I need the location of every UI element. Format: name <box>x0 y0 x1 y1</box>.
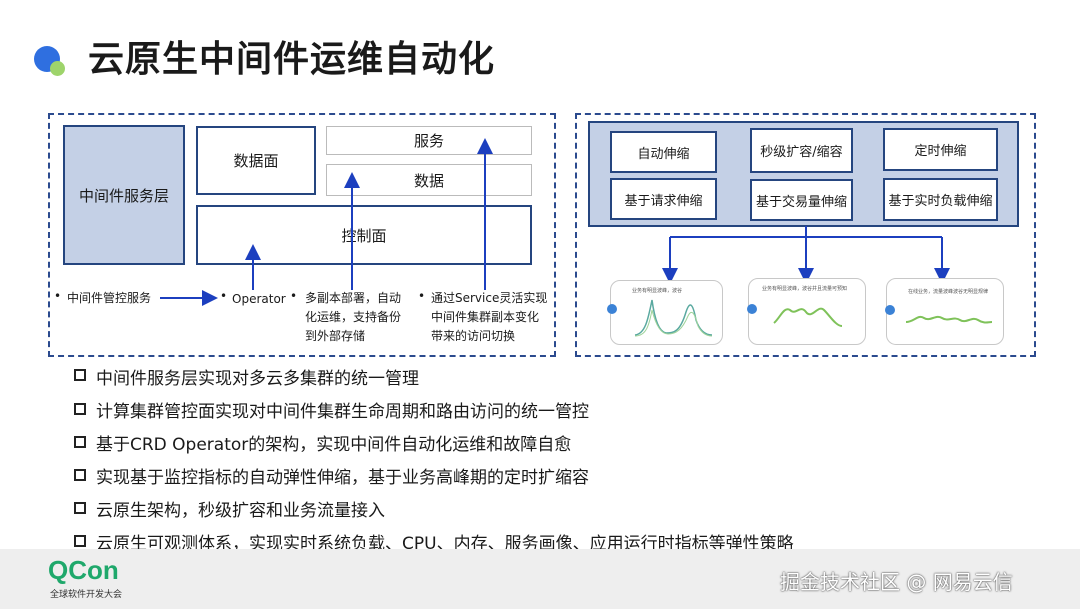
page-title: 云原生中间件运维自动化 <box>88 39 496 80</box>
panel-3-curve <box>905 315 993 324</box>
traffic-panel-2-title: 业务有明显波峰，波谷并且流量可预知 <box>762 286 848 292</box>
bullet-item: 实现基于监控指标的自动弹性伸缩，基于业务高峰期的定时扩缩容 <box>96 468 589 488</box>
middleware-layer-box: 中间件服务层 <box>63 125 185 265</box>
data-label: 数据 <box>413 171 444 190</box>
qcon-logo: QCon <box>48 555 119 585</box>
service-description: 通过Service灵活实现 中间件集群副本变化 带来的访问切换 <box>431 291 548 343</box>
footer-bar <box>0 549 1080 609</box>
transaction-based-scaling-box: 基于交易量伸缩 <box>750 179 853 221</box>
panel-3-badge-icon <box>885 305 895 315</box>
data-plane-label: 数据面 <box>233 152 279 170</box>
bullet-checkbox-icon <box>74 502 86 514</box>
service-box: 服务 <box>326 126 532 155</box>
bullet-item: 中间件服务层实现对多云多集群的统一管理 <box>96 369 419 389</box>
bullet-item: 云原生架构，秒级扩容和业务流量接入 <box>96 501 385 521</box>
bullet-checkbox-icon <box>74 369 86 381</box>
replicas-description: 多副本部署，自动 化运维，支持备份 到外部存储 <box>305 291 402 343</box>
bullet-dot: • <box>220 289 228 303</box>
panel-2-curve <box>773 307 843 327</box>
bullet-dot: • <box>54 289 62 303</box>
bullet-checkbox-icon <box>74 436 86 448</box>
traffic-panel-2 <box>748 278 866 345</box>
scheduled-scaling-box: 定时伸缩 <box>883 128 998 171</box>
data-plane-box: 数据面 <box>196 126 316 195</box>
panel-2-badge-icon <box>747 304 757 314</box>
bullet-item: 计算集群管控面实现对中间件集群生命周期和路由访问的统一管控 <box>96 402 589 422</box>
traffic-panel-3-title: 在线业务，流量波峰波谷无明显规律 <box>908 289 989 295</box>
bullet-checkbox-icon <box>74 403 86 415</box>
panel-1-badge-icon <box>607 304 617 314</box>
traffic-panel-1-title: 业务有明显波峰，波谷 <box>632 288 683 294</box>
traffic-panel-3 <box>886 278 1004 345</box>
second-level-scaling-box: 秒级扩容/缩容 <box>750 128 853 173</box>
data-box: 数据 <box>326 164 532 196</box>
load-based-scaling-box: 基于实时负载伸缩 <box>883 178 998 221</box>
left-diagram-frame <box>48 113 556 357</box>
qcon-logo-subtitle: 全球软件开发大会 <box>50 590 123 600</box>
mgmt-service-label: 中间件管控服务 <box>67 291 152 305</box>
watermark: 掘金技术社区 @ 网易云信 <box>780 570 1013 594</box>
right-diagram-frame <box>575 113 1036 357</box>
bullet-checkbox-icon <box>74 535 86 547</box>
bullet-item: 基于CRD Operator的架构，实现中间件自动化运维和故障自愈 <box>96 435 572 455</box>
service-label: 服务 <box>413 132 444 150</box>
request-based-scaling-box: 基于请求伸缩 <box>610 178 717 220</box>
auto-scaling-box: 自动伸缩 <box>610 131 717 173</box>
bullet-dot: • <box>418 289 426 303</box>
panel-1-curve-2 <box>634 309 713 337</box>
bullet-dot: • <box>290 289 298 303</box>
operator-label: Operator <box>232 292 286 306</box>
bullet-checkbox-icon <box>74 469 86 481</box>
title-dot-accent-icon <box>50 61 65 76</box>
middleware-layer-label: 中间件服务层 <box>78 186 169 205</box>
